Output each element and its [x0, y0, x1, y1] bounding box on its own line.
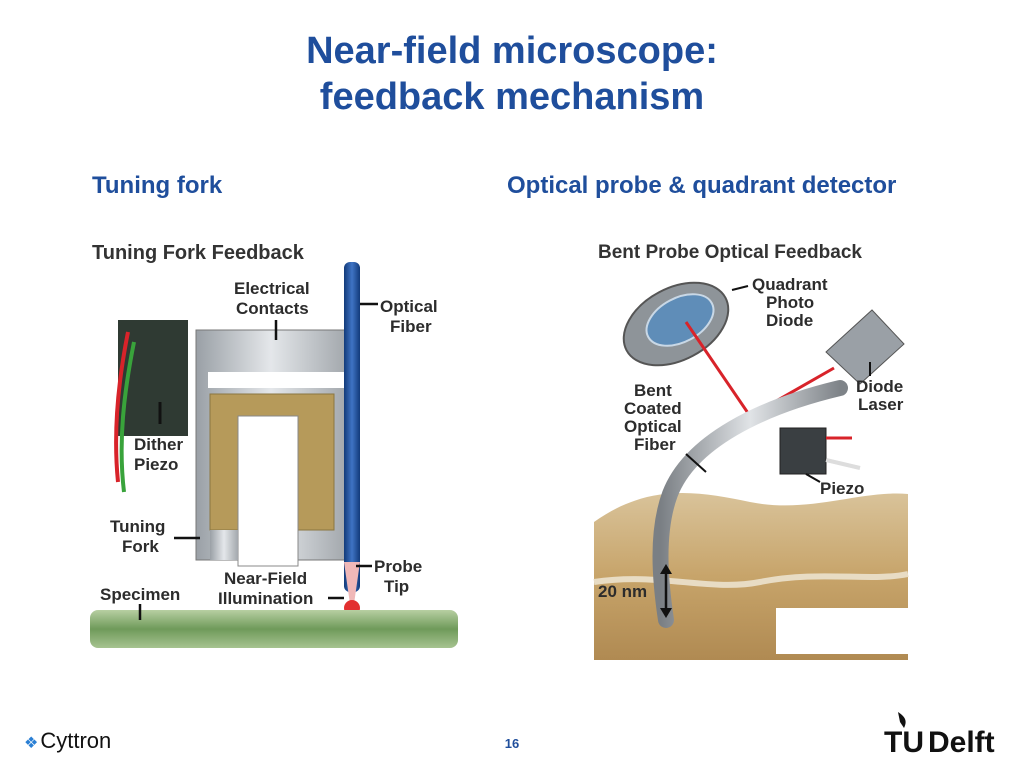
label-bent-3: Optical	[624, 417, 682, 436]
bent-optical-fiber	[652, 380, 848, 628]
page-number: 16	[504, 736, 520, 751]
label-qpd-3: Diode	[766, 311, 813, 330]
probe-tip-shape	[344, 562, 360, 604]
fork-slot	[237, 415, 299, 567]
green-wire	[119, 341, 136, 493]
label-bent-1: Bent	[634, 381, 672, 400]
diode-laser	[825, 309, 905, 385]
label-piezo: Piezo	[820, 479, 864, 498]
logo-delft: Delft	[928, 726, 995, 756]
label-dither-1: Dither	[134, 435, 184, 454]
optical-probe-heading: Optical probe & quadrant detector	[507, 172, 897, 199]
label-nearfield-1: Near-Field	[224, 569, 307, 588]
label-tuning-2: Fork	[122, 537, 159, 556]
label-optical-2: Fiber	[390, 317, 432, 336]
label-dither-2: Piezo	[134, 455, 178, 474]
fork-top-gap	[208, 372, 346, 388]
label-distance: 20 nm	[598, 582, 647, 601]
fork-prong-left	[210, 530, 238, 560]
brand-text: Cyttron	[40, 728, 112, 753]
label-bent-4: Fiber	[634, 435, 676, 454]
optical-fiber	[344, 262, 360, 592]
title-line-2: feedback mechanism	[319, 76, 705, 118]
label-optical-1: Optical	[380, 297, 438, 316]
bent-probe-diagram: Bent Probe Optical Feedback Quadrant Pho…	[593, 242, 909, 660]
specimen-layer	[90, 610, 458, 648]
logo-tu: TU	[884, 726, 924, 756]
label-tuning-1: Tuning	[110, 517, 165, 536]
cyttron-brand: ❖Cyttron	[24, 728, 111, 754]
slide-title: Near-field microscope: feedback mechanis…	[0, 28, 1024, 120]
tissue-ridge	[593, 571, 909, 588]
diamond-bullet-icon: ❖	[24, 735, 39, 752]
arrowhead-up	[660, 564, 672, 574]
label-bent-2: Coated	[624, 399, 682, 418]
label-electrical-2: Contacts	[236, 299, 309, 318]
label-electrical-1: Electrical	[234, 279, 310, 298]
tu-delft-logo: TU Delft	[884, 712, 995, 756]
label-laser-1: Diode	[856, 377, 903, 396]
label-probe-1: Probe	[374, 557, 422, 576]
white-patch	[776, 608, 908, 654]
piezo-pointer	[805, 473, 821, 483]
qpd-pointer	[731, 285, 749, 291]
piezo-block	[779, 427, 827, 475]
piezo-white-wire	[825, 458, 861, 470]
flame-icon	[898, 712, 906, 728]
label-qpd-1: Quadrant	[752, 275, 828, 294]
title-line-1: Near-field microscope:	[306, 30, 718, 72]
photodiode-face	[645, 293, 715, 347]
red-wire	[114, 331, 130, 483]
tuning-fork-heading: Tuning fork	[92, 172, 223, 199]
label-qpd-2: Photo	[766, 293, 814, 312]
bent-pointer	[685, 453, 707, 473]
arrowhead-down	[660, 608, 672, 618]
left-figure-title: Tuning Fork Feedback	[92, 242, 305, 264]
right-figure-title: Bent Probe Optical Feedback	[598, 242, 862, 263]
tuning-fork-diagram: Tuning Fork Feedback Electrical Contacts…	[90, 242, 458, 648]
label-probe-2: Tip	[384, 577, 409, 596]
label-nearfield-2: Illumination	[218, 589, 313, 608]
label-laser-2: Laser	[858, 395, 904, 414]
label-specimen: Specimen	[100, 585, 180, 604]
